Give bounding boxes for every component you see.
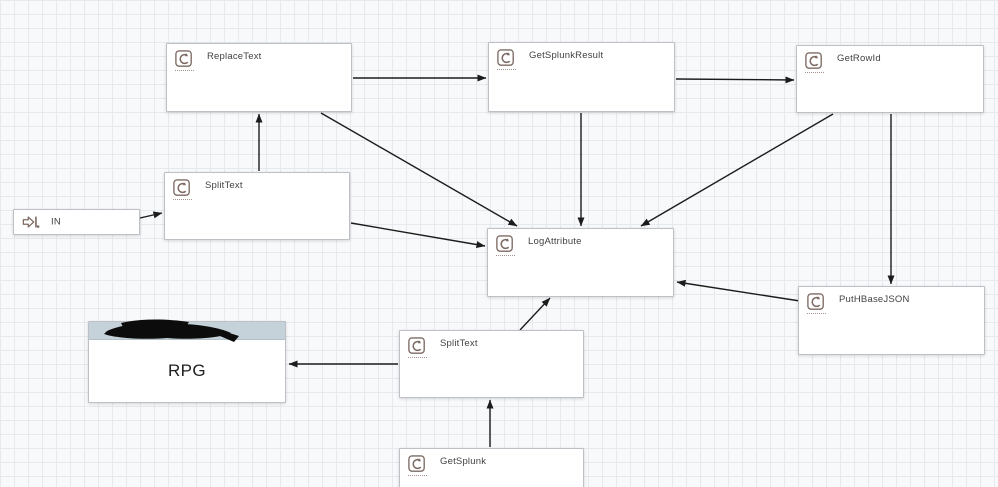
processor-refresh-icon [496, 235, 515, 256]
node-puthbasejson[interactable]: PutHBaseJSON [798, 286, 985, 355]
connection-puthbasejson-to-logattribute[interactable] [676, 279, 801, 302]
processor-refresh-icon [807, 293, 826, 314]
node-label: PutHBaseJSON [839, 294, 910, 305]
node-label: LogAttribute [528, 236, 582, 247]
connection-getrowid-to-logattribute[interactable] [640, 113, 834, 227]
processor-refresh-icon [408, 455, 427, 476]
processor-refresh-icon [408, 337, 427, 358]
group-header[interactable] [89, 319, 285, 342]
processor-refresh-icon [497, 49, 516, 70]
processor-refresh-icon [805, 52, 824, 73]
node-replacetext[interactable]: ReplaceText [166, 43, 352, 112]
connection-in-port-to-splittext-upper[interactable] [139, 211, 163, 219]
node-label: ReplaceText [207, 51, 262, 62]
input-port-icon [21, 213, 40, 232]
node-label: GetSplunkResult [529, 50, 604, 61]
node-label: GetRowId [837, 53, 881, 64]
connection-splittext-upper-to-logattribute[interactable] [350, 222, 486, 248]
node-label: SplitText [205, 180, 243, 191]
node-in-port[interactable]: IN [13, 209, 140, 235]
node-rpg[interactable]: RPG [88, 319, 286, 403]
node-label: SplitText [440, 338, 478, 349]
group-label: RPG [167, 360, 207, 380]
node-label: GetSplunk [440, 456, 487, 467]
connection-replacetext-to-logattribute[interactable] [320, 112, 518, 227]
processor-refresh-icon [173, 179, 192, 200]
redaction-scribble [97, 316, 247, 346]
node-getsplunkresult[interactable]: GetSplunkResult [488, 42, 675, 112]
node-getsplunk[interactable]: GetSplunk [399, 448, 584, 487]
connection-getsplunkresult-to-getrowid[interactable] [675, 76, 795, 84]
node-splittext-lower[interactable]: SplitText [399, 330, 584, 398]
node-getrowid[interactable]: GetRowId [796, 45, 984, 113]
node-label: IN [51, 216, 61, 228]
node-logattribute[interactable]: LogAttribute [487, 228, 674, 297]
processor-refresh-icon [175, 50, 194, 71]
connection-splittext-lower-to-logattribute[interactable] [519, 297, 551, 331]
node-splittext-upper[interactable]: SplitText [164, 172, 350, 240]
